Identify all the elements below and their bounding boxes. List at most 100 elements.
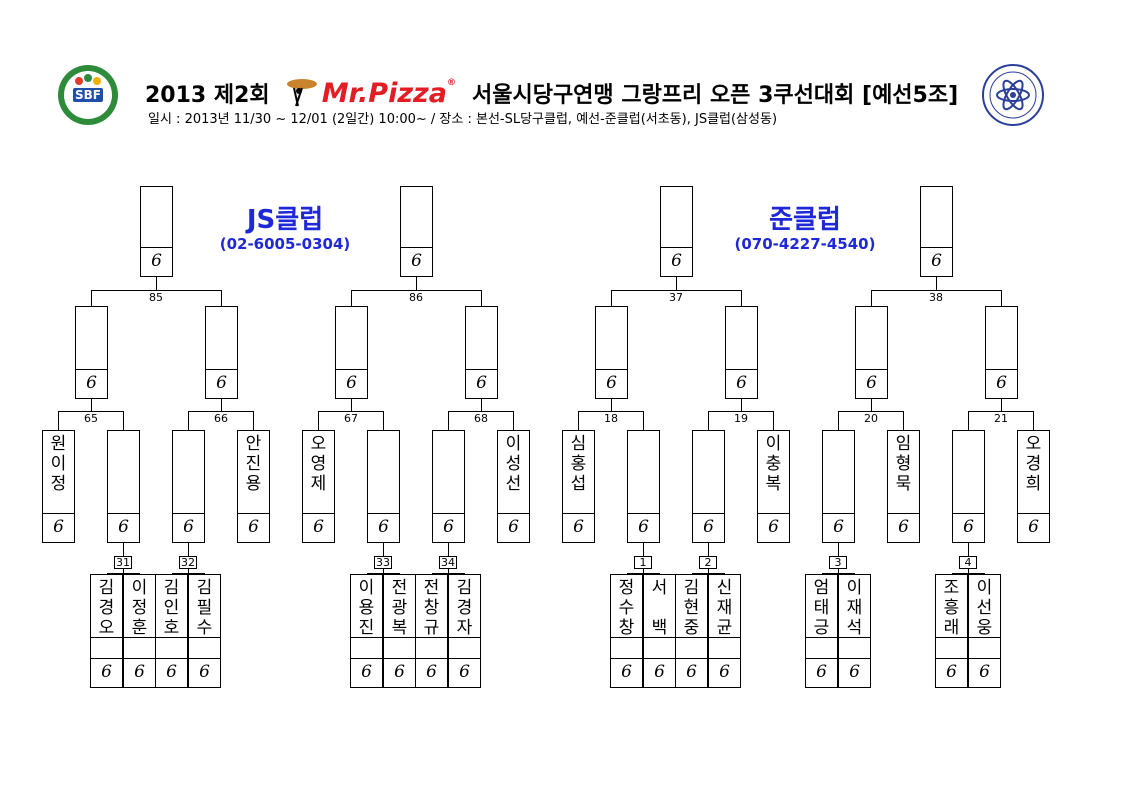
score-divider [888,513,919,514]
score-divider [806,637,837,638]
score-cell: 6 [53,517,64,537]
score-divider [563,513,594,514]
player-name: 엄 태 긍 [813,578,830,638]
sponsor-logo: Mr.Pizza® [321,77,456,109]
match-number: 38 [929,291,943,304]
score-cell: 6 [686,662,697,682]
bracket-line [318,411,384,412]
player-slot: 6 [172,430,205,543]
match-number: 65 [84,412,98,425]
score-divider [384,658,415,659]
bracket-line [383,411,384,430]
player-name: 김 인 호 [163,578,180,638]
bracket-line [708,411,774,412]
match-number: 1 [634,556,652,569]
bracket-line [968,411,1034,412]
score-cell: 6 [898,517,909,537]
bracket-line [351,399,352,411]
score-cell: 6 [866,373,877,393]
bracket-line [91,290,92,306]
semi-slot: 6 [205,306,238,399]
score-divider [91,637,122,638]
player-name: 이 재 석 [846,578,863,638]
semi-slot: 6 [725,306,758,399]
score-divider [449,637,480,638]
score-divider [628,513,659,514]
match-number: 33 [374,556,392,569]
match-number: 85 [149,291,163,304]
score-divider [758,513,789,514]
score-divider [1018,513,1049,514]
bracket-line [448,569,449,573]
player-slot: 이 충 복 6 [757,430,790,543]
player-slot: 6 [627,430,660,543]
club-phone: (02-6005-0304) [219,235,351,253]
club-name: 준클럽 [769,205,841,235]
federation-emblem-icon [982,64,1044,126]
club-phone: (070-4227-4540) [734,235,876,253]
bracket-line [221,290,222,306]
bracket-line [822,573,823,574]
score-cell: 6 [426,662,437,682]
bracket-line [188,569,189,573]
bracket-line [871,290,1002,291]
score-divider [416,637,447,638]
bracket-line [432,573,465,574]
score-cell: 6 [378,517,389,537]
score-cell: 6 [719,662,730,682]
score-divider [726,369,757,370]
score-cell: 6 [361,662,372,682]
bracket-line [838,543,839,557]
bracket-line [172,573,205,574]
score-divider [466,369,497,370]
score-cell: 6 [248,517,259,537]
score-cell: 6 [833,517,844,537]
player-name: 임 형 묵 [895,434,912,494]
score-cell: 6 [86,373,97,393]
bracket-line [708,569,709,573]
score-divider [124,658,155,659]
bracket-line [822,573,855,574]
player-name: 김 필 수 [196,578,213,638]
player-name: 서 백 [651,578,668,638]
club-label-jun: 준클럽 (070-4227-4540) [720,205,890,253]
bracket-line [107,573,140,574]
bracket-line [107,573,108,574]
player-name: 정 수 창 [618,578,635,638]
bracket-line [58,411,124,412]
score-divider [76,369,107,370]
score-divider [969,637,1000,638]
score-divider [238,513,269,514]
player-name: 이 충 복 [765,434,782,494]
score-cell: 6 [946,662,957,682]
score-cell: 6 [459,662,470,682]
bracket-line [399,573,400,574]
match-number: 31 [114,556,132,569]
player-name: 이 성 선 [505,434,522,494]
score-divider [676,637,707,638]
score-divider [644,658,675,659]
score-divider [661,247,692,248]
score-cell: 6 [183,517,194,537]
player-slot: 6 [107,430,140,543]
match-number: 18 [604,412,618,425]
bracket-line [952,573,985,574]
semi-slot: 6 [75,306,108,399]
score-divider [351,658,382,659]
score-cell: 6 [768,517,779,537]
event-info: 일시 : 2013년 11/30 ~ 12/01 (2일간) 10:00~ / … [148,112,778,127]
bracket-line [643,543,644,557]
score-divider [189,658,220,659]
bracket-line [578,411,644,412]
score-divider [384,637,415,638]
score-divider [839,637,870,638]
